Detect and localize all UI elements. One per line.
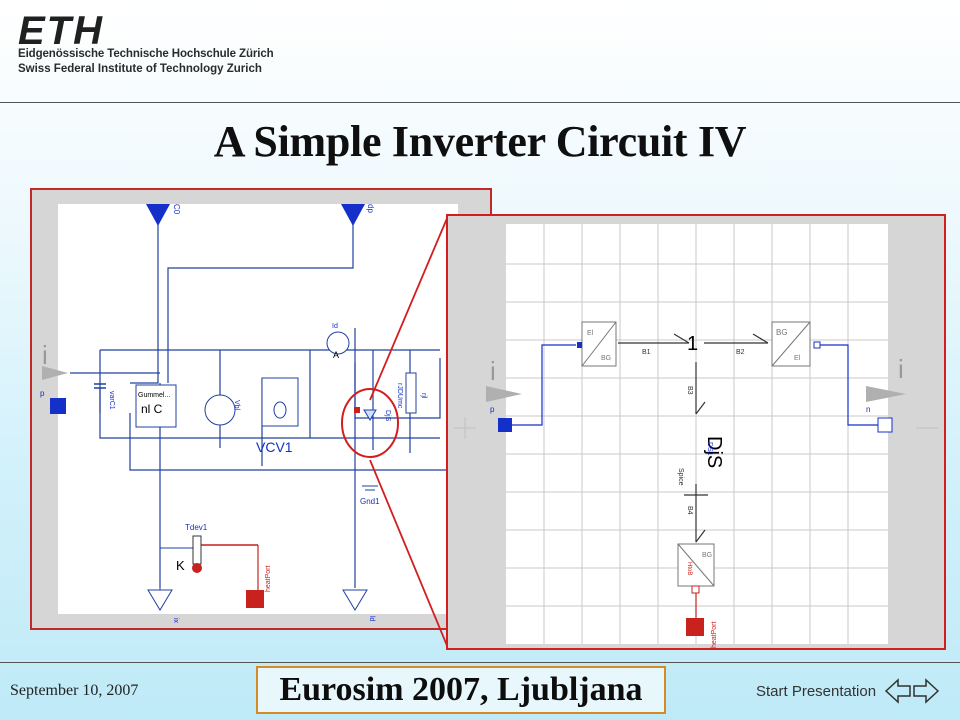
- vbl-label: Vbl: [233, 400, 240, 411]
- port-label-c0: C0: [172, 204, 181, 215]
- input-port-p[interactable]: i p: [40, 340, 68, 414]
- ammeter[interactable]: A Id: [326, 323, 350, 360]
- gnd1[interactable]: Gnd1: [360, 485, 380, 506]
- bg1-label: BG: [601, 355, 611, 362]
- djs-right-label: DjS: [703, 436, 725, 468]
- left-circuit-diagram[interactable]: C0 dp i p varC1 Gummel... nl C Vbl VCV1 …: [30, 188, 492, 630]
- rjl-label: rjl: [420, 393, 427, 399]
- b3-label: B3: [686, 386, 693, 395]
- header-divider: [0, 102, 960, 103]
- htob-label: HtoB: [686, 562, 692, 575]
- spice-label: Spice: [677, 468, 684, 486]
- input-port-p-right[interactable]: i p: [486, 344, 576, 432]
- junction-one[interactable]: 1: [687, 333, 698, 355]
- bg-el-transformer-2[interactable]: BG El: [771, 321, 878, 426]
- el1-label: El: [587, 330, 594, 337]
- port-label-ld: ld: [368, 616, 375, 622]
- vcv-label: VCV1: [256, 439, 293, 455]
- heat-port-left[interactable]: heatPort: [246, 545, 272, 608]
- output-port-n[interactable]: i n: [866, 354, 906, 433]
- navigation-arrows[interactable]: [884, 676, 940, 706]
- ammeter-a-label: A: [333, 350, 339, 360]
- djs-left-label: DjS: [384, 410, 391, 422]
- rjl-resistor[interactable]: rjl: [405, 372, 427, 414]
- eth-logo: ETH: [18, 10, 104, 48]
- right-n-label: n: [866, 405, 870, 414]
- junction-one-label: 1: [687, 333, 698, 355]
- heat-port-right[interactable]: heatPort: [686, 593, 718, 648]
- htob-block[interactable]: BG HtoB: [677, 543, 715, 594]
- slide-title: A Simple Inverter Circuit IV: [213, 117, 747, 166]
- b1-label: B1: [642, 349, 651, 356]
- bg3-label: BG: [702, 552, 712, 559]
- institution-name-en: Swiss Federal Institute of Technology Zu…: [18, 63, 262, 75]
- bg2-label: BG: [776, 328, 788, 337]
- bond-b2[interactable]: B2: [704, 333, 769, 356]
- heat-port-right-label: heatPort: [711, 621, 718, 648]
- forward-arrow-icon[interactable]: [913, 678, 940, 704]
- slide-header: ETH Eidgenössische Technische Hochschule…: [0, 0, 960, 102]
- bond-b1[interactable]: B1: [618, 333, 690, 356]
- ds1-label: DS1: [706, 442, 713, 456]
- right-i-left-label: i: [490, 356, 496, 386]
- bottom-port-ix[interactable]: ix: [147, 560, 179, 624]
- right-i-right-label: i: [898, 354, 904, 384]
- gummel-block[interactable]: Gummel... nl C: [135, 384, 177, 428]
- rjd-label: rJDUmc: [396, 383, 403, 409]
- varc-label: varC1: [108, 391, 115, 410]
- gnd-label: Gnd1: [360, 497, 380, 506]
- ammeter-id-label: Id: [332, 323, 338, 330]
- bottom-port-ld[interactable]: ld: [342, 589, 375, 622]
- k-label: K: [176, 558, 185, 573]
- nlc-label: nl C: [141, 402, 163, 416]
- b2-label: B2: [736, 349, 745, 356]
- varc-capacitor[interactable]: varC1: [94, 383, 115, 410]
- back-arrow-icon[interactable]: [884, 678, 911, 704]
- el2-label: El: [794, 355, 801, 362]
- conference-banner: Eurosim 2007, Ljubljana: [256, 666, 666, 714]
- crosshair-marks: [454, 417, 938, 439]
- top-port-c0[interactable]: C0: [146, 204, 181, 226]
- left-i-label: i: [42, 340, 48, 370]
- bond-b4[interactable]: B4: [684, 484, 708, 543]
- vcv-block[interactable]: VCV1: [256, 377, 299, 455]
- eth-logo-text: ETH: [18, 10, 104, 48]
- left-p-label: p: [40, 389, 45, 398]
- bond-b3[interactable]: B3: [686, 362, 706, 415]
- b4-label: B4: [686, 506, 693, 515]
- vbl-source[interactable]: Vbl: [204, 394, 240, 426]
- tdev-sensor[interactable]: Tdev1 K: [160, 523, 258, 573]
- djs-diode[interactable]: DjS rJDUmc: [341, 383, 403, 458]
- port-label-dp: dp: [366, 204, 375, 213]
- el-bg-transformer-1[interactable]: El BG: [577, 321, 617, 367]
- institution-name-de: Eidgenössische Technische Hochschule Zür…: [18, 48, 274, 60]
- footer-divider: [0, 662, 960, 663]
- tdev-label: Tdev1: [185, 523, 208, 532]
- top-port-dp[interactable]: dp: [341, 204, 375, 226]
- heat-port-left-label: heatPort: [265, 565, 272, 592]
- right-grid: [506, 224, 888, 644]
- gummel-label: Gummel...: [138, 392, 170, 399]
- right-bondgraph-diagram[interactable]: i p El BG B1 1 B2 BG El i n: [446, 214, 946, 650]
- start-presentation-link[interactable]: Start Presentation: [756, 683, 877, 700]
- port-label-ix: ix: [172, 618, 179, 624]
- right-p-label: p: [490, 405, 495, 414]
- footer-date: September 10, 2007: [10, 682, 139, 699]
- djs-spice-element[interactable]: DjS DS1 Spice: [677, 436, 725, 486]
